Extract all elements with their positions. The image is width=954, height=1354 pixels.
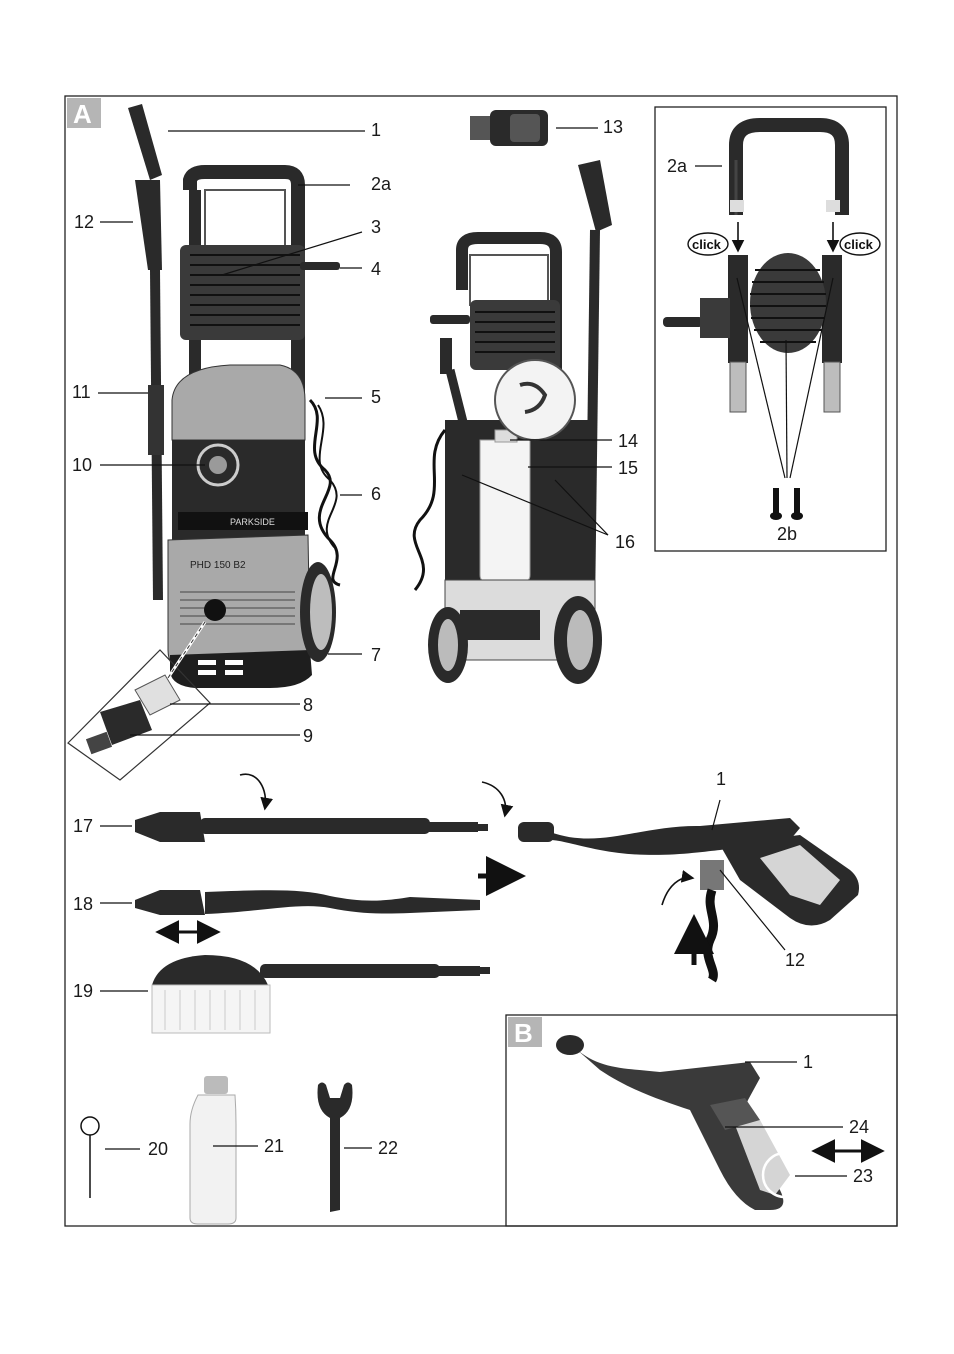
spray-gun <box>518 818 859 983</box>
lance-point-jet <box>135 890 480 944</box>
label-b-23: 23 <box>853 1166 873 1186</box>
insert-arrow <box>481 781 514 818</box>
inlet-connector-detail <box>67 621 211 781</box>
label-16: 16 <box>615 532 635 552</box>
label-10: 10 <box>72 455 92 475</box>
label-inset-2a: 2a <box>667 156 688 176</box>
spray-gun-detail <box>556 1035 885 1210</box>
label-gun-1: 1 <box>716 769 726 789</box>
label-6: 6 <box>371 484 381 504</box>
click-label-right: click <box>844 237 874 252</box>
panel-a-tag: A <box>73 99 92 129</box>
panel-a-tag-bg <box>67 98 101 128</box>
quick-connector <box>470 110 548 146</box>
brand-logo: PARKSIDE <box>230 517 275 527</box>
label-b-24: 24 <box>849 1117 869 1137</box>
handle-inset: click click <box>654 106 887 552</box>
cleaning-needle <box>80 1116 100 1198</box>
label-11: 11 <box>72 382 91 402</box>
leader-lines <box>98 127 847 1177</box>
label-7: 7 <box>371 645 381 665</box>
panel-b-frame <box>505 1014 898 1227</box>
pressure-washer-rear <box>412 160 612 684</box>
label-19: 19 <box>73 981 93 1001</box>
panel-b-tag-bg <box>508 1017 542 1047</box>
label-3: 3 <box>371 217 381 237</box>
label-1: 1 <box>371 120 381 140</box>
lance-rotary <box>135 773 488 842</box>
label-21: 21 <box>264 1136 284 1156</box>
detergent-bottle <box>189 1076 237 1225</box>
label-22: 22 <box>378 1138 398 1158</box>
model-name: PHD 150 B2 <box>190 560 246 571</box>
label-20: 20 <box>148 1139 168 1159</box>
label-4: 4 <box>371 259 381 279</box>
label-18: 18 <box>73 894 93 914</box>
panel-b-tag: B <box>514 1018 533 1048</box>
panel-a-frame <box>64 95 898 1227</box>
inset-frame <box>654 106 887 552</box>
label-12: 12 <box>74 212 94 232</box>
label-gun-12: 12 <box>785 950 805 970</box>
label-8: 8 <box>303 695 313 715</box>
part-labels: 1 2a 3 4 5 6 7 8 9 10 11 12 13 14 15 16 … <box>72 117 873 1186</box>
label-17: 17 <box>73 816 93 836</box>
wash-brush <box>151 955 490 1034</box>
label-inset-2b: 2b <box>777 524 797 544</box>
pressure-washer-front: PARKSIDE PHD 150 B2 <box>128 104 341 688</box>
label-b-1: 1 <box>803 1052 813 1072</box>
label-14: 14 <box>618 431 638 451</box>
label-13: 13 <box>603 117 623 137</box>
wrench <box>317 1082 353 1212</box>
label-9: 9 <box>303 726 313 746</box>
label-5: 5 <box>371 387 381 407</box>
label-15: 15 <box>618 458 638 478</box>
label-2a: 2a <box>371 174 392 194</box>
click-label-left: click <box>692 237 722 252</box>
